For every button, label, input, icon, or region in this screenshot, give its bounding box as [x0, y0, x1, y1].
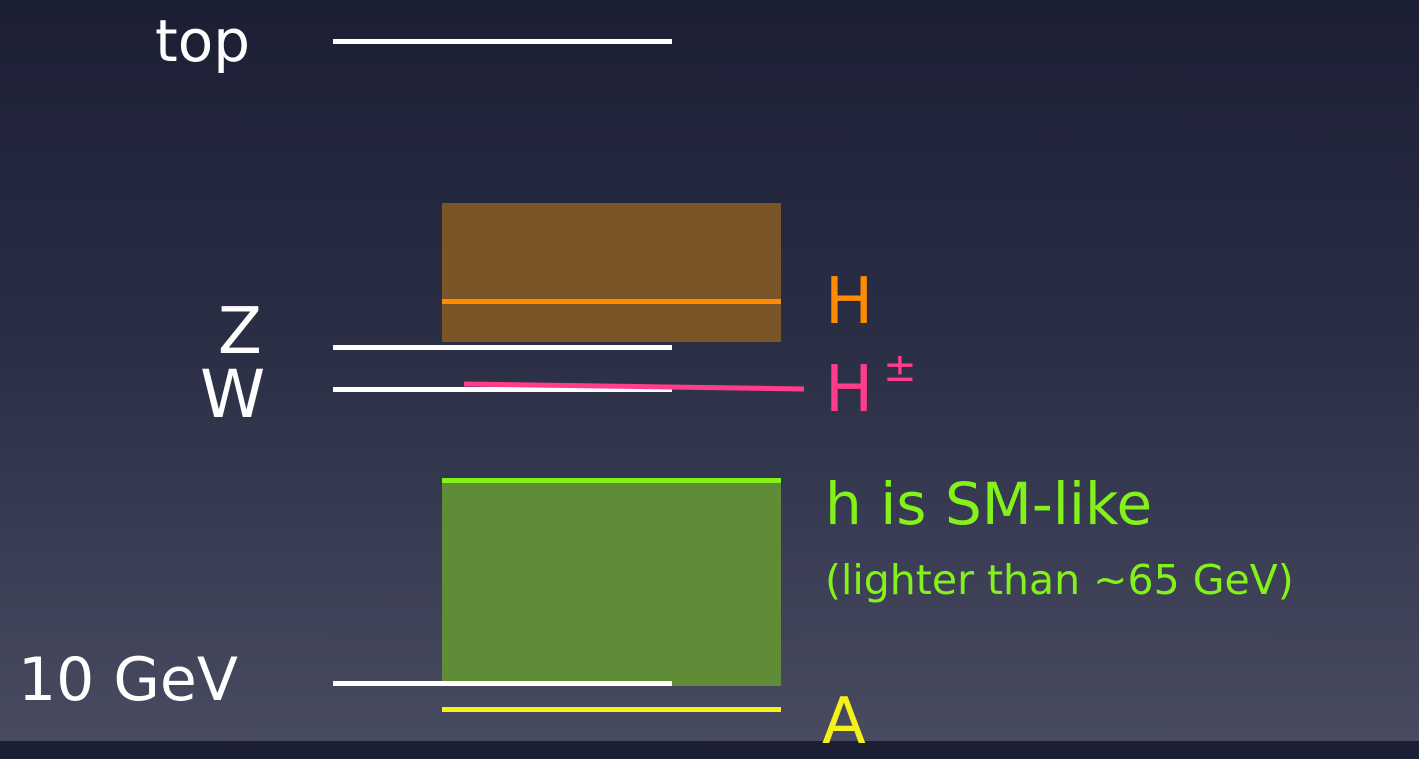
a-label: A: [822, 685, 866, 759]
heavy-h-line: [442, 299, 781, 304]
w-mass-line: [333, 387, 672, 392]
top-mass-line: [333, 39, 672, 44]
charged-h-label: H±: [825, 348, 917, 422]
ten-gev-line: [333, 681, 672, 686]
charged-h-base: H: [825, 353, 874, 427]
charged-h-superscript: ±: [883, 345, 917, 391]
light-h-line: [442, 478, 781, 483]
w-label: W: [200, 356, 266, 433]
z-mass-line: [333, 345, 672, 350]
charged-h-line: [463, 381, 805, 392]
a-line: [442, 707, 781, 712]
ten-gev-label: 10 GeV: [18, 645, 238, 715]
light-h-note: (lighter than ~65 GeV): [825, 556, 1294, 604]
z-label: Z: [218, 295, 262, 369]
heavy-h-label: H: [825, 265, 874, 339]
light-h-label: h is SM-like: [825, 470, 1153, 538]
heavy-h-band: [442, 203, 781, 342]
light-h-band: [442, 480, 781, 686]
top-label: top: [155, 7, 251, 75]
